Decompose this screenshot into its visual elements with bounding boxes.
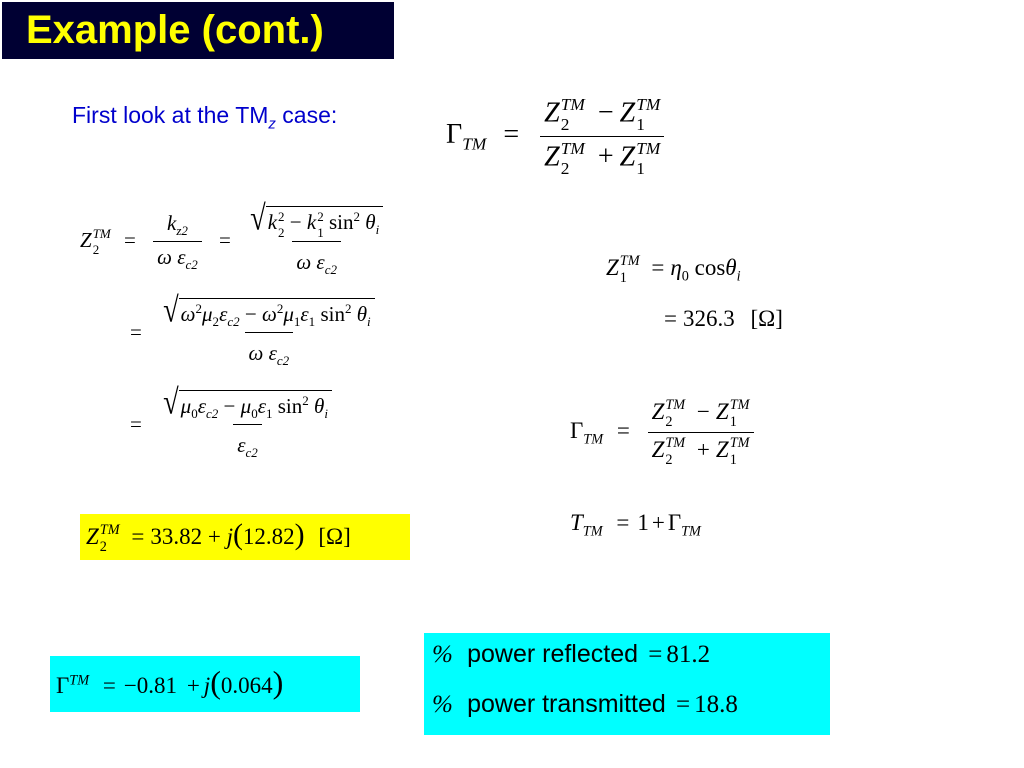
intro-text: First look at the TMz case:	[72, 102, 337, 133]
z2-unit: [Ω]	[318, 524, 351, 549]
power-transmitted-value: 18.8	[694, 691, 738, 718]
z1-value-number: 326.3	[682, 306, 735, 331]
z2-derivation-line2: = √ω2μ2εc2 − ω2μ1ε1 sin2 θi ω εc2	[130, 293, 383, 369]
t-tm-formula: TTM =1+ΓTM	[570, 510, 701, 540]
gamma-imag-value: 0.064	[220, 673, 273, 698]
power-reflected-value: 81.2	[666, 641, 711, 668]
gamma-real-value: −0.81	[123, 673, 178, 698]
gamma-result: ΓTM =−0.81 +j(0.064)	[56, 664, 284, 700]
intro-suffix: case:	[275, 102, 338, 128]
power-reflected-line: % power reflected =81.2	[432, 640, 711, 668]
gamma-result-box	[50, 656, 360, 712]
z1-unit: [Ω]	[750, 306, 783, 331]
intro-subscript: z	[268, 115, 276, 133]
slide-title: Example (cont.)	[26, 8, 324, 52]
z1-value: =326.3 [Ω]	[664, 306, 783, 331]
gamma-subscript: TM	[462, 134, 487, 154]
z2-derivation-line3: = √μ0εc2 − μ0ε1 sin2 θi εc2	[130, 385, 340, 461]
gamma-symbol: Γ	[446, 119, 463, 151]
title-bar: Example (cont.)	[2, 2, 394, 59]
power-transmitted-label: power transmitted	[467, 690, 666, 718]
power-box	[424, 633, 830, 735]
z2-imag-value: 12.82	[242, 524, 295, 549]
power-transmitted-line: % power transmitted =18.8	[432, 690, 738, 718]
z2-real-value: 33.82	[150, 524, 203, 549]
intro-main: First look at the TM	[72, 102, 269, 128]
z2-result-box	[80, 514, 410, 560]
power-reflected-label: power reflected	[467, 640, 639, 668]
